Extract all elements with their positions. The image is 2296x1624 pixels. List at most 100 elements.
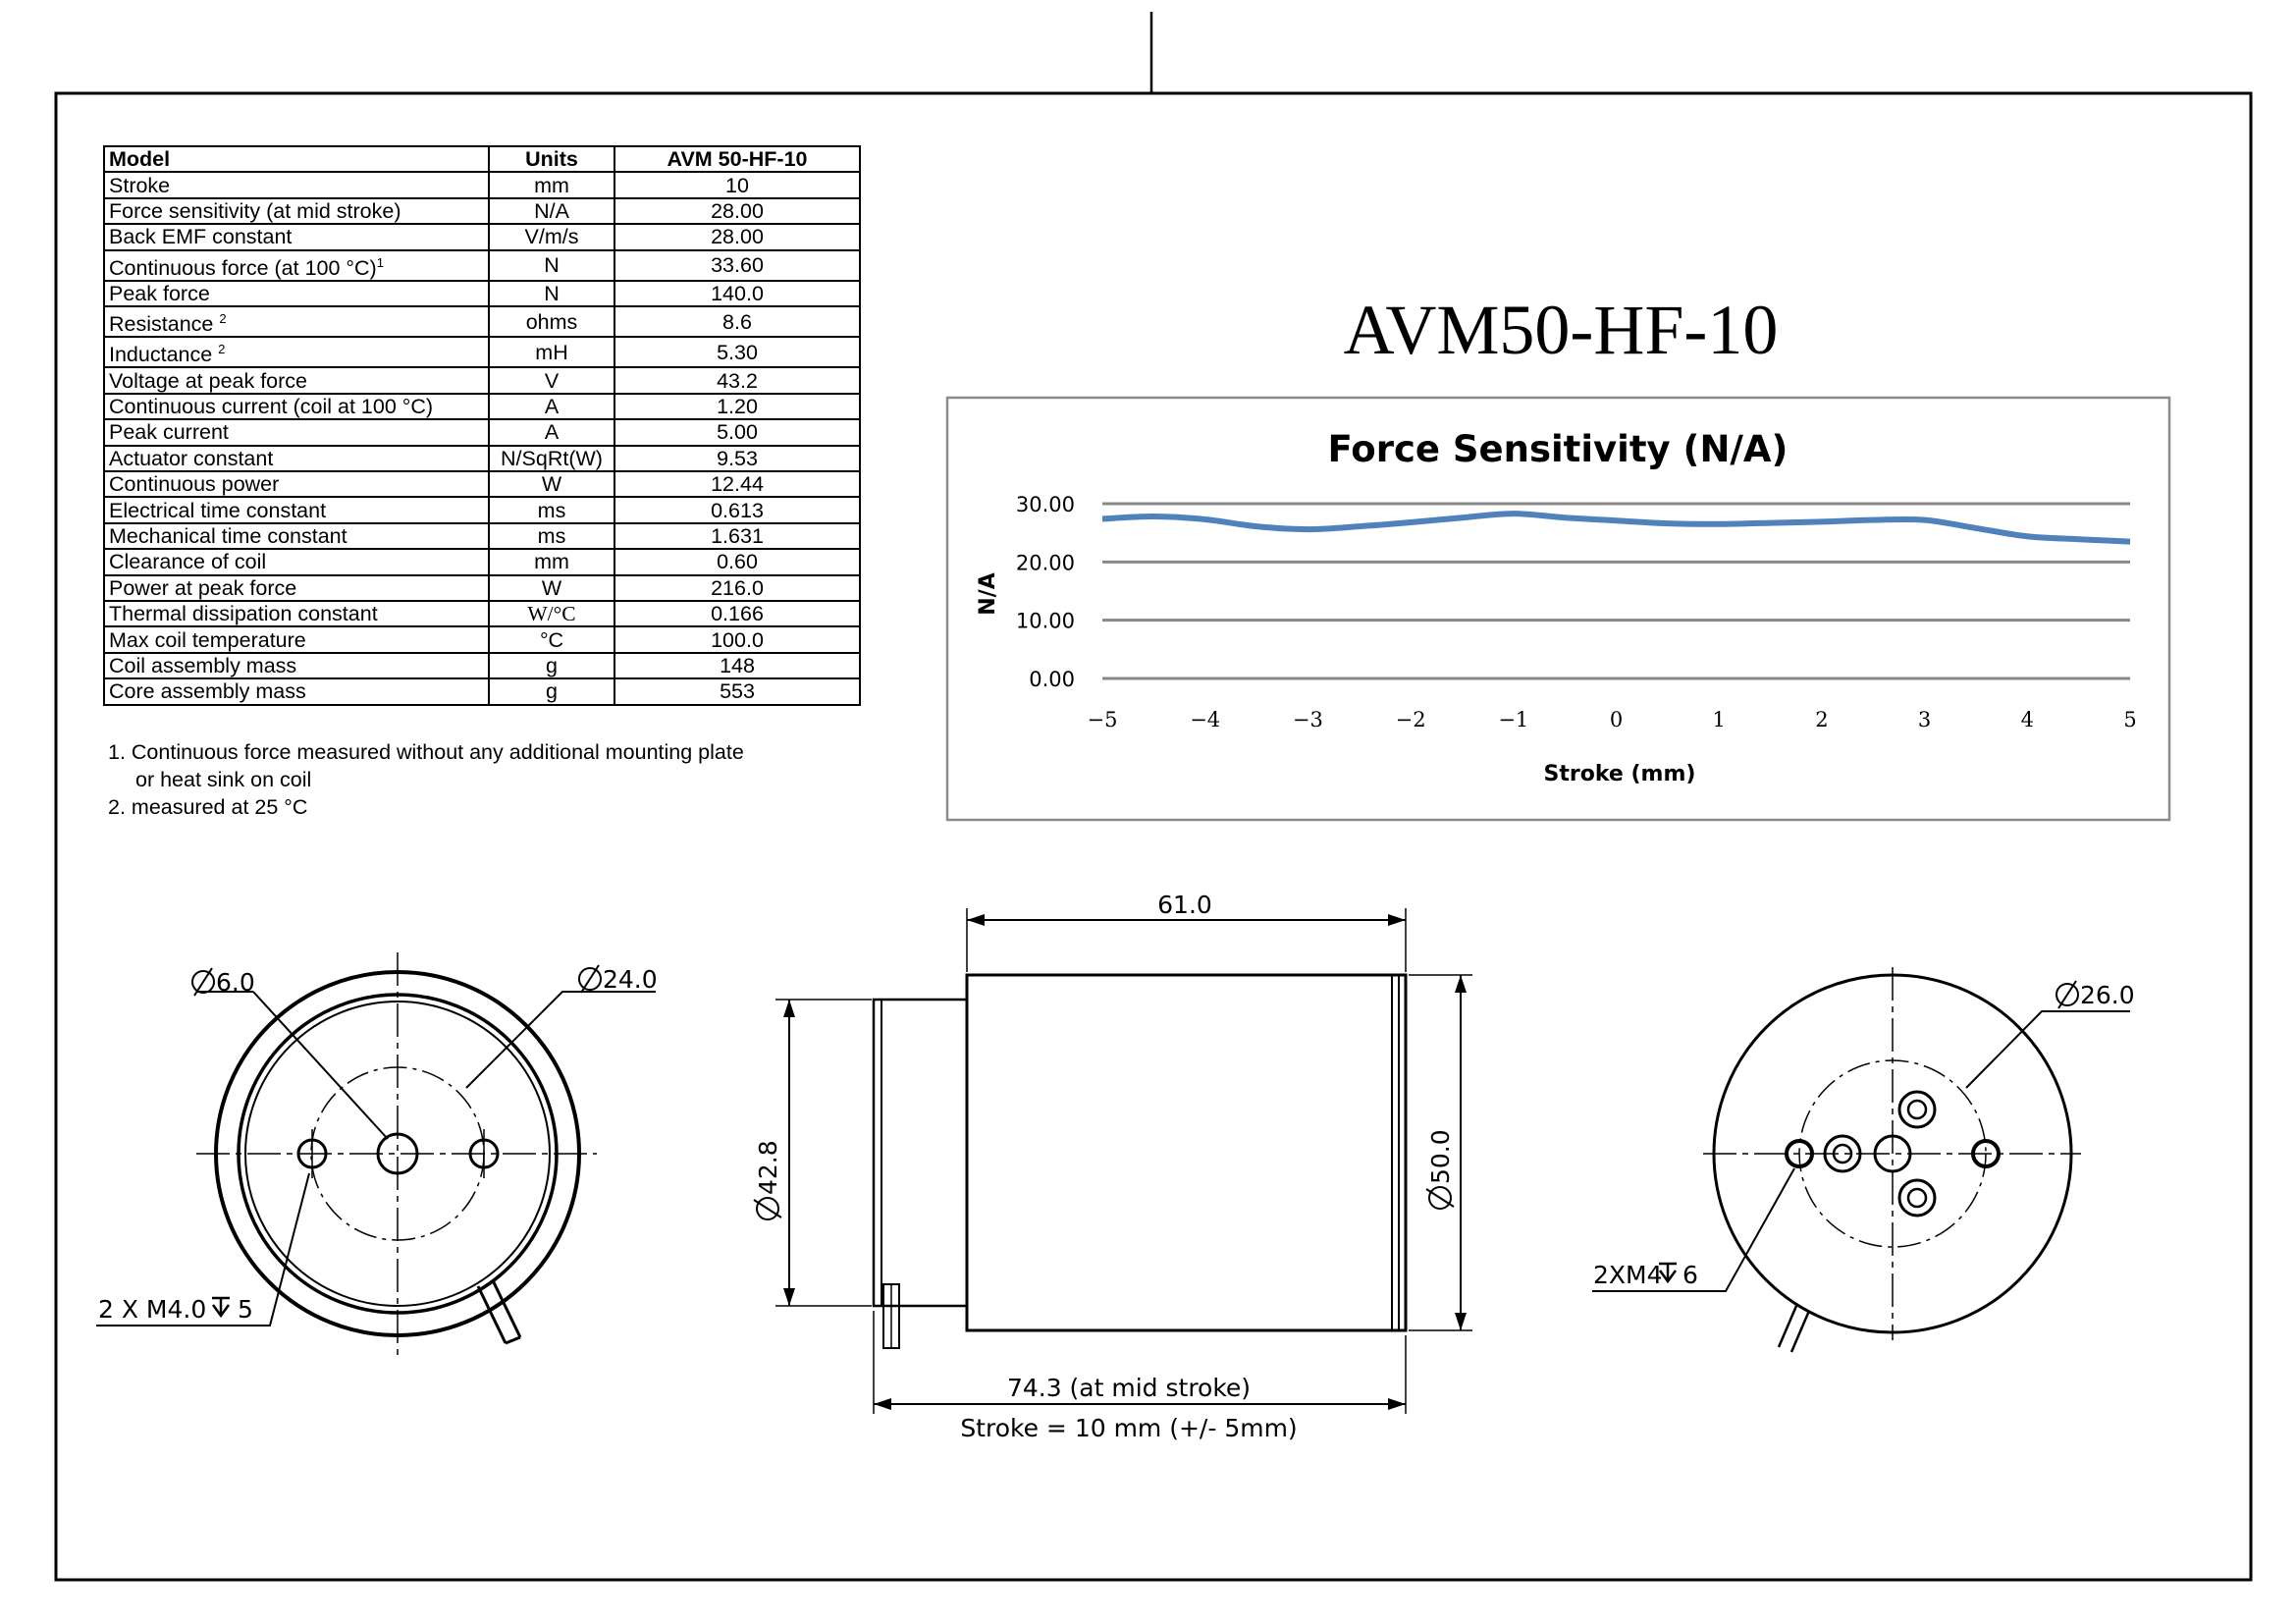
param-cell: Continuous force (at 100 °C)1 xyxy=(103,248,490,282)
unit-cell: W xyxy=(488,573,615,602)
cable-line xyxy=(491,1279,522,1338)
leader-thread xyxy=(96,1172,310,1326)
param-cell: Core assembly mass xyxy=(103,677,490,706)
value-cell: 28.00 xyxy=(614,196,861,226)
dim-depth-label: 6 xyxy=(1682,1261,1698,1289)
terminal xyxy=(1823,1134,1862,1173)
value-cell: 1.631 xyxy=(614,521,861,551)
param-name: Power at peak force xyxy=(109,575,297,600)
unit-cell: g xyxy=(488,651,615,680)
value-cell: 140.0 xyxy=(614,279,861,308)
param-name: Continuous current (coil at 100 °C) xyxy=(109,395,434,418)
param-cell: Continuous power xyxy=(103,469,490,499)
param-cell: Clearance of coil xyxy=(103,548,490,576)
value-cell: 0.166 xyxy=(614,599,861,628)
diameter-symbol xyxy=(578,964,602,994)
value-cell: 8.6 xyxy=(614,305,861,339)
param-name: Resistance xyxy=(109,312,220,337)
y-tick-label: 30.00 xyxy=(1016,493,1075,516)
param-cell: Peak force xyxy=(103,279,490,308)
side-view xyxy=(775,908,1472,1414)
x-tick-label: −3 xyxy=(1293,708,1323,731)
cable-line xyxy=(476,1285,507,1344)
unit-cell: N/SqRt(W) xyxy=(488,444,615,472)
value-cell: 9.53 xyxy=(614,444,861,472)
unit-cell: A xyxy=(488,392,615,421)
unit-cell: ms xyxy=(488,496,615,524)
param-name: Electrical time constant xyxy=(109,498,327,522)
value-cell: 12.44 xyxy=(614,469,861,499)
drawing-frame xyxy=(54,91,2253,1582)
unit-cell: mH xyxy=(488,336,615,369)
unit-cell: W/°C xyxy=(488,599,615,628)
param-cell: Max coil temperature xyxy=(103,625,490,654)
dim-thread-label: 2 X M4.0 xyxy=(98,1295,206,1324)
arrow xyxy=(1455,975,1467,993)
chart-border xyxy=(945,396,2171,822)
x-tick-label: 5 xyxy=(2123,708,2136,731)
unit-cell: V/m/s xyxy=(488,223,615,251)
param-cell: Electrical time constant xyxy=(103,496,490,524)
value-cell: 43.2 xyxy=(614,366,861,395)
param-cell: Thermal dissipation constant xyxy=(103,599,490,628)
cable-line xyxy=(1789,1310,1811,1353)
mount-hole-left xyxy=(1785,1139,1814,1168)
param-cell: Stroke xyxy=(103,171,490,199)
value-cell: 10 xyxy=(614,171,861,199)
header-model: Model xyxy=(103,144,490,174)
value-cell: 148 xyxy=(614,651,861,680)
dim-total-length-label: 74.3 (at mid stroke) xyxy=(1007,1374,1251,1402)
value-cell: 1.20 xyxy=(614,392,861,421)
left-end-view xyxy=(96,952,656,1355)
header-units: Units xyxy=(488,144,615,174)
chart-y-axis-label: N/A xyxy=(976,572,1000,615)
param-cell: Mechanical time constant xyxy=(103,521,490,551)
param-name: Core assembly mass xyxy=(109,679,306,704)
cable-line xyxy=(1777,1305,1798,1348)
dim-depth-label: 5 xyxy=(238,1295,253,1324)
param-cell: Resistance 2 xyxy=(103,305,490,339)
spec-table-header-row: Model Units AVM 50-HF-10 xyxy=(103,144,861,174)
arrow xyxy=(783,1288,795,1306)
param-name: Peak force xyxy=(109,281,210,305)
param-name: Actuator constant xyxy=(109,446,274,470)
unit-cell: mm xyxy=(488,548,615,576)
param-name: Coil assembly mass xyxy=(109,653,297,677)
footnote-2: 2. measured at 25 °C xyxy=(108,795,308,819)
series-line xyxy=(1101,511,2131,545)
left-view-labels: 6.0 24.0 2 X M4.0 5 xyxy=(98,964,658,1324)
value-cell: 0.60 xyxy=(614,548,861,576)
y-tick-label: 0.00 xyxy=(1029,668,1075,691)
x-tick-label: −4 xyxy=(1190,708,1220,731)
terminal-inner xyxy=(1906,1099,1928,1120)
right-view-labels: 26.0 2XM4 6 xyxy=(1593,980,2135,1289)
dim-thread-label: 2XM4 xyxy=(1593,1261,1663,1289)
param-cell: Power at peak force xyxy=(103,573,490,602)
value-cell: 33.60 xyxy=(614,248,861,282)
cable-end xyxy=(505,1335,521,1345)
unit-cell: V xyxy=(488,366,615,395)
depth-symbol xyxy=(1658,1262,1678,1284)
unit-cell: ms xyxy=(488,521,615,551)
param-cell: Voltage at peak force xyxy=(103,366,490,395)
side-view-labels: 61.0 42.8 50.0 74.3 (at mid stroke) Stro… xyxy=(753,891,1455,1442)
y-tick-label: 10.00 xyxy=(1016,610,1075,633)
param-name: Max coil temperature xyxy=(109,627,306,652)
value-cell: 28.00 xyxy=(614,223,861,251)
